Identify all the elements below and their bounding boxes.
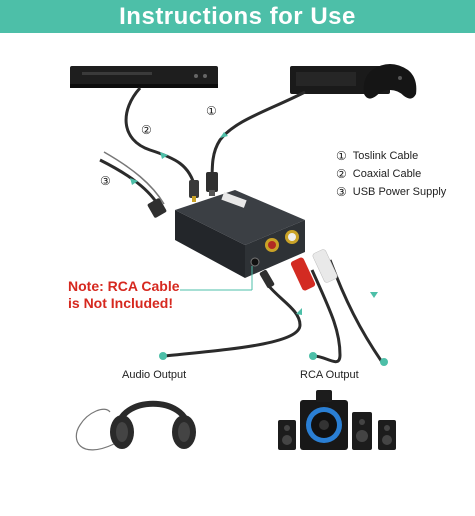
callout-usb-power: ③ xyxy=(100,174,111,188)
audio-output-label: Audio Output xyxy=(122,369,187,381)
legend-item: ② Coaxial Cable xyxy=(336,165,446,183)
rca-not-included-note: Note: RCA Cable is Not Included! xyxy=(68,278,180,312)
rca-output-label: RCA Output xyxy=(300,369,359,381)
legend-number: ② xyxy=(336,167,347,181)
callout-toslink: ① xyxy=(206,104,217,118)
legend-label: Coaxial Cable xyxy=(352,168,422,180)
speaker-system-icon xyxy=(278,390,396,450)
legend-number: ① xyxy=(336,149,347,163)
note-text: RCA Cable xyxy=(103,278,180,294)
game-controller-icon xyxy=(363,64,417,99)
headphones-icon xyxy=(75,400,196,451)
dac-converter-icon xyxy=(175,190,305,278)
banner-title: Instructions for Use xyxy=(119,2,356,30)
note-text-line2: is Not Included! xyxy=(68,295,173,311)
legend-item: ① Toslink Cable xyxy=(336,147,446,165)
legend-label: USB Power Supply xyxy=(352,186,447,198)
legend-label: Toslink Cable xyxy=(352,150,419,162)
title-banner: Instructions for Use xyxy=(0,0,475,33)
legend-number: ③ xyxy=(336,185,347,199)
legend-item: ③ USB Power Supply xyxy=(336,183,446,201)
callout-coaxial: ② xyxy=(141,123,152,137)
dvd-player-icon xyxy=(70,66,218,88)
cable-legend: ① Toslink Cable ② Coaxial Cable ③ USB Po… xyxy=(336,147,446,201)
note-prefix: Note: xyxy=(68,278,104,294)
